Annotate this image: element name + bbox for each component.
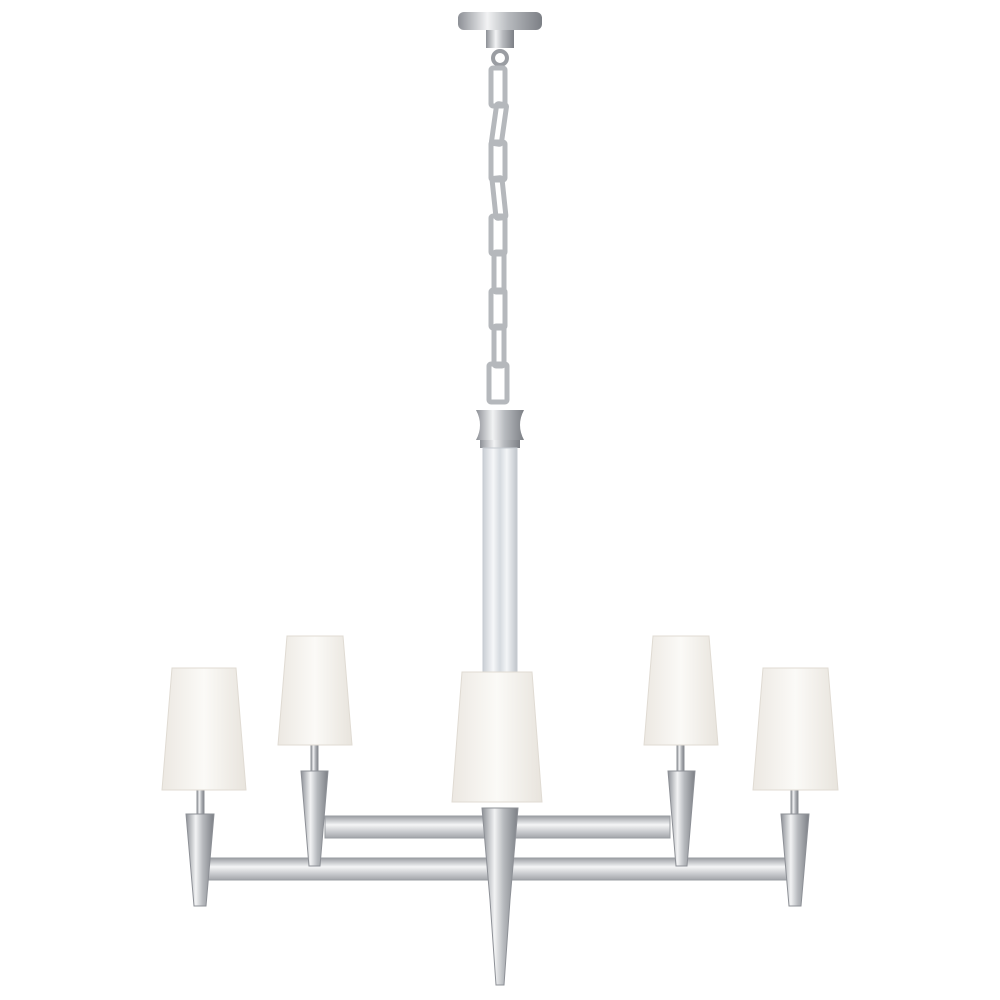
candle-cups (185, 744, 810, 986)
glass-column (482, 447, 518, 689)
canopy (458, 12, 542, 67)
shade-4 (643, 635, 719, 746)
chain (486, 65, 510, 405)
collar (476, 410, 524, 448)
shade-3 (451, 671, 543, 803)
lamp-shades (161, 635, 839, 803)
shade-1 (161, 667, 247, 791)
shade-5 (752, 667, 839, 791)
shade-2 (277, 635, 353, 746)
